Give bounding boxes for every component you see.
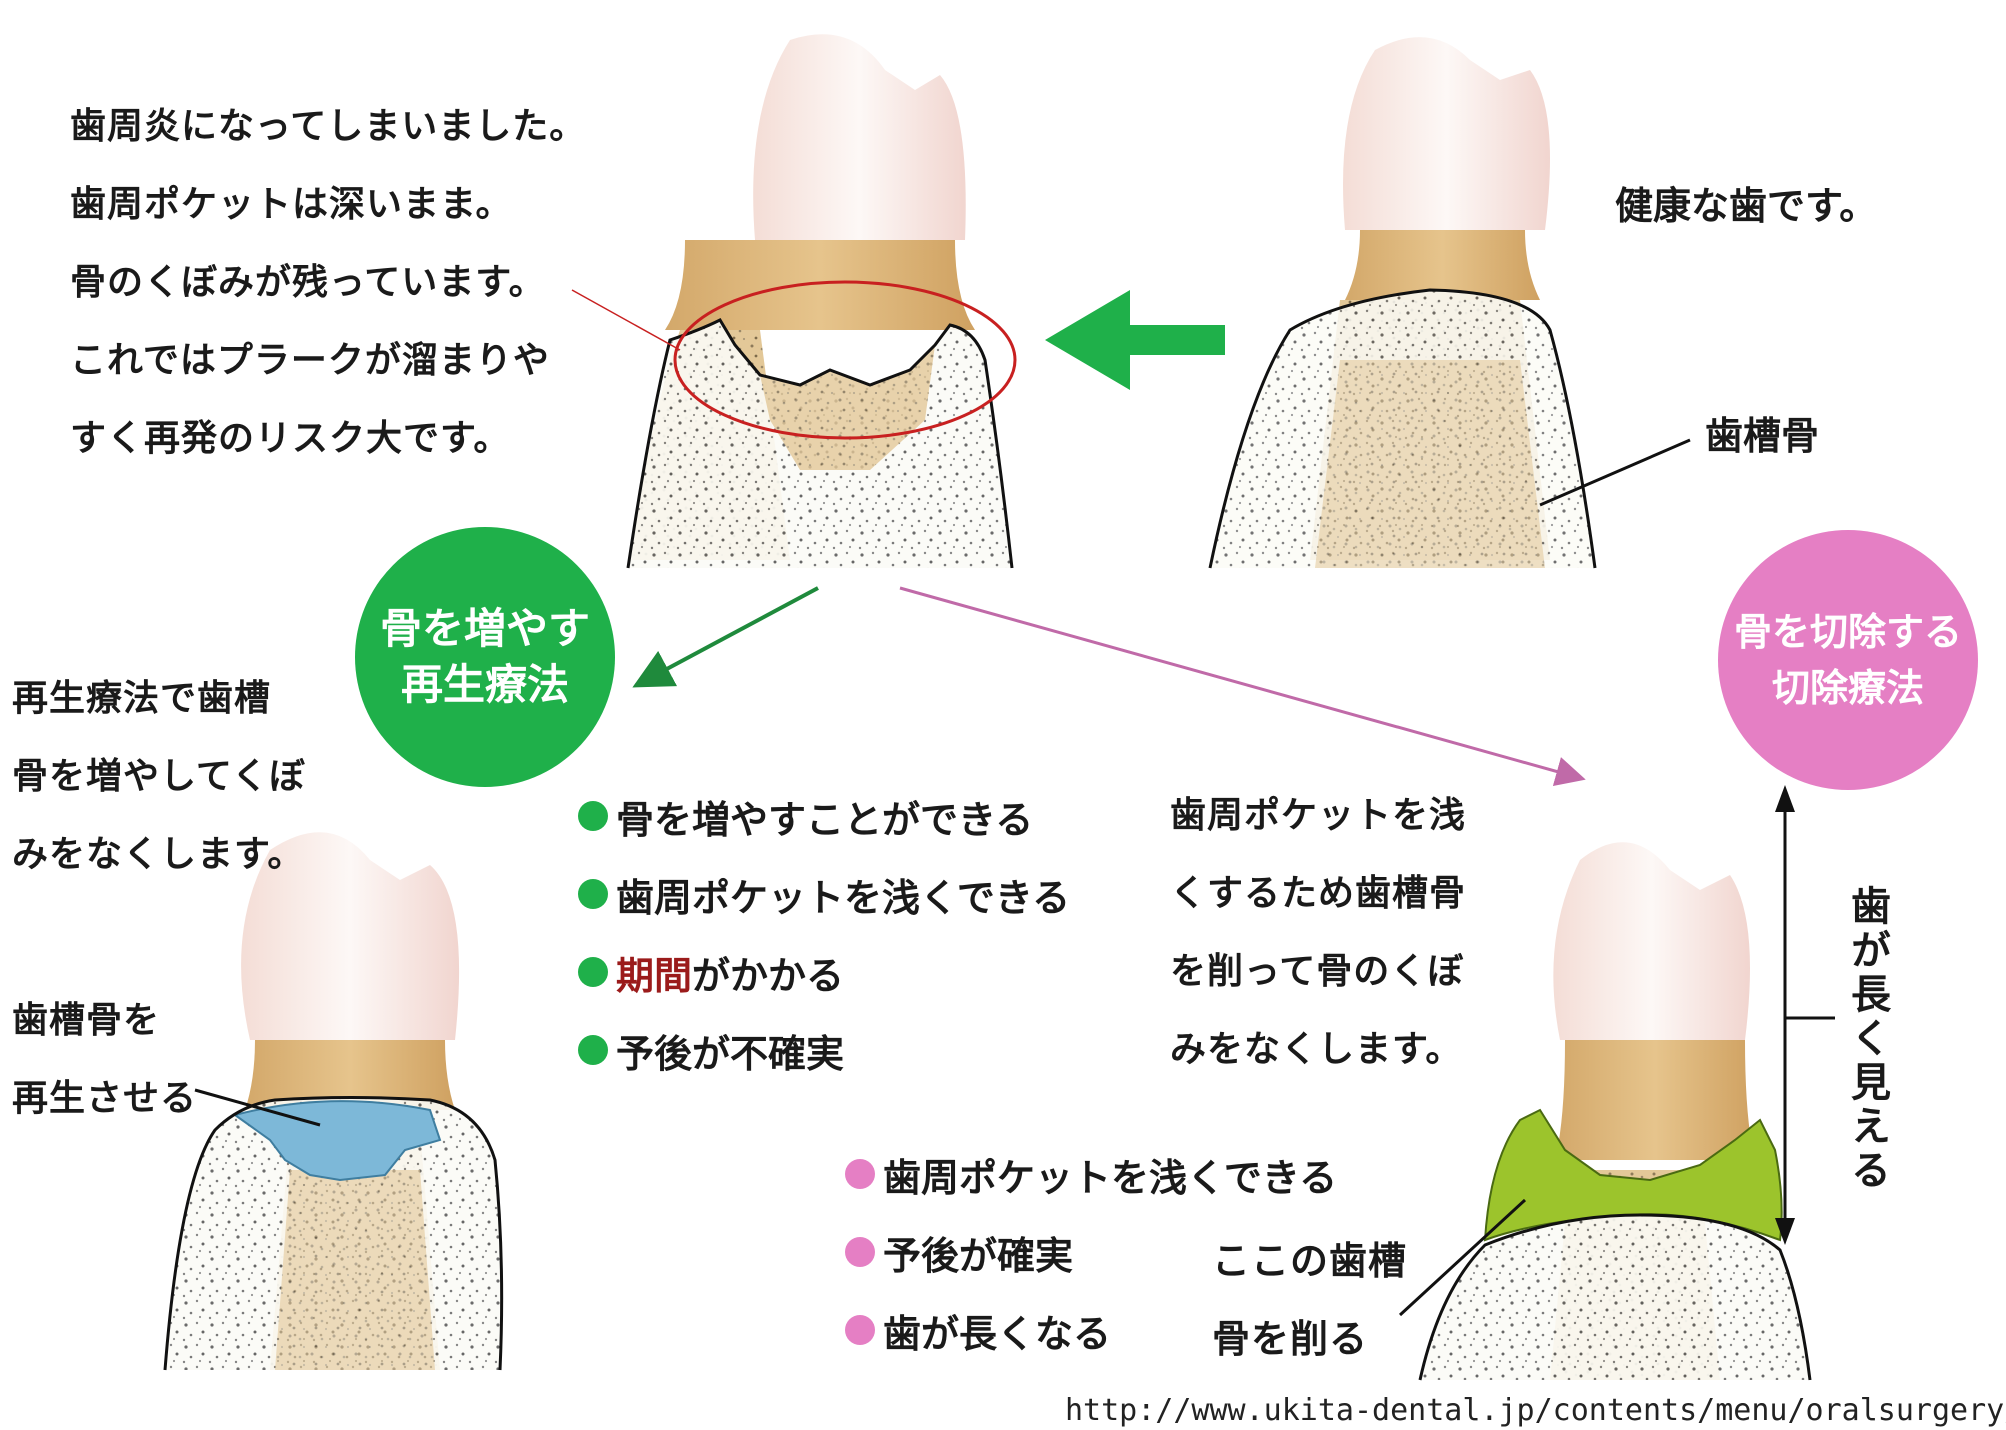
regen-bullet-text: 歯周ポケットを浅くできる <box>616 867 1070 922</box>
periodontitis-line: 歯周炎になってしまいました。 <box>70 88 586 166</box>
resect-bone-label-line: ここの歯槽 <box>1212 1222 1407 1300</box>
source-url: http://www.ukita-dental.jp/contents/menu… <box>1065 1393 2006 1428</box>
tooth-periodontitis <box>572 34 1015 568</box>
regen-bullet: 骨を増やすことができる <box>578 777 1070 855</box>
pink-bullet-icon <box>845 1159 875 1189</box>
resect-circle-line2: 切除療法 <box>1772 660 1924 716</box>
regen-bullets: 骨を増やすことができる 歯周ポケットを浅くできる 期間がかかる 予後が不確実 <box>578 777 1070 1089</box>
regen-circle-line1: 骨を増やす <box>380 601 590 657</box>
periodontitis-line: 骨のくぼみが残っています。 <box>70 244 586 322</box>
regen-description-line: 骨を増やしてくぼ <box>12 738 306 816</box>
green-bullet-icon <box>578 879 608 909</box>
pink-bullet-icon <box>845 1315 875 1345</box>
green-bullet-icon <box>578 957 608 987</box>
regen-label-line: 歯槽骨を <box>12 982 197 1060</box>
resect-description: 歯周ポケットを浅 くするため歯槽骨 を削って骨のくぼ みをなくします。 <box>1170 777 1466 1089</box>
regen-bullet-text: がかかる <box>692 945 844 1000</box>
regen-description-line: 再生療法で歯槽 <box>12 660 306 738</box>
green-bullet-icon <box>578 801 608 831</box>
periodontitis-line: これではプラークが溜まりや <box>70 322 586 400</box>
resect-description-line: くするため歯槽骨 <box>1170 855 1466 933</box>
regenerative-therapy-circle: 骨を増やす 再生療法 <box>355 527 615 787</box>
regen-circle-line2: 再生療法 <box>401 657 569 713</box>
resect-description-line: を削って骨のくぼ <box>1170 933 1466 1011</box>
resective-therapy-circle: 骨を切除する 切除療法 <box>1718 530 1978 790</box>
double-vertical-arrow <box>1775 785 1835 1245</box>
arrow-to-resect <box>900 588 1580 778</box>
regen-bullet: 歯周ポケットを浅くできる <box>578 855 1070 933</box>
resect-bone-label-line: 骨を削る <box>1212 1300 1407 1378</box>
resect-bullet: 歯周ポケットを浅くできる <box>845 1135 1337 1213</box>
regen-label: 歯槽骨を 再生させる <box>12 982 197 1138</box>
periodontitis-line: 歯周ポケットは深いまま。 <box>70 166 586 244</box>
regen-label-line: 再生させる <box>12 1060 197 1138</box>
regen-bullet-text: 予後が不確実 <box>616 1023 844 1078</box>
resect-bullet-text: 歯周ポケットを浅くできる <box>883 1147 1337 1202</box>
regen-bullet: 予後が不確実 <box>578 1011 1070 1089</box>
periodontitis-text: 歯周炎になってしまいました。 歯周ポケットは深いまま。 骨のくぼみが残っています… <box>70 88 586 478</box>
regen-bullet: 期間がかかる <box>578 933 1070 1011</box>
tooth-longer-label: 歯が長く見える <box>1838 885 1896 1193</box>
resect-description-line: みをなくします。 <box>1170 1011 1466 1089</box>
alveolar-bone-label: 歯槽骨 <box>1705 405 1819 460</box>
arrow-to-regen <box>650 588 818 678</box>
resect-bone-label: ここの歯槽 骨を削る <box>1212 1222 1407 1378</box>
green-bullet-icon <box>578 1035 608 1065</box>
pink-bullet-icon <box>845 1237 875 1267</box>
periodontitis-line: すく再発のリスク大です。 <box>70 400 586 478</box>
regen-description: 再生療法で歯槽 骨を増やしてくぼ みをなくします。 <box>12 660 306 894</box>
regen-bullet-warning: 期間 <box>616 945 692 1000</box>
tooth-regenerated <box>165 832 502 1370</box>
resect-description-line: 歯周ポケットを浅 <box>1170 777 1466 855</box>
healthy-tooth-label: 健康な歯です。 <box>1615 175 1877 230</box>
resect-circle-line1: 骨を切除する <box>1734 604 1962 660</box>
tooth-healthy <box>1210 37 1690 568</box>
resect-bullet-text: 歯が長くなる <box>883 1303 1111 1358</box>
resect-bullet-text: 予後が確実 <box>883 1225 1073 1280</box>
green-block-arrow <box>1045 290 1225 390</box>
regen-description-line: みをなくします。 <box>12 816 306 894</box>
regen-bullet-text: 骨を増やすことができる <box>616 789 1033 844</box>
